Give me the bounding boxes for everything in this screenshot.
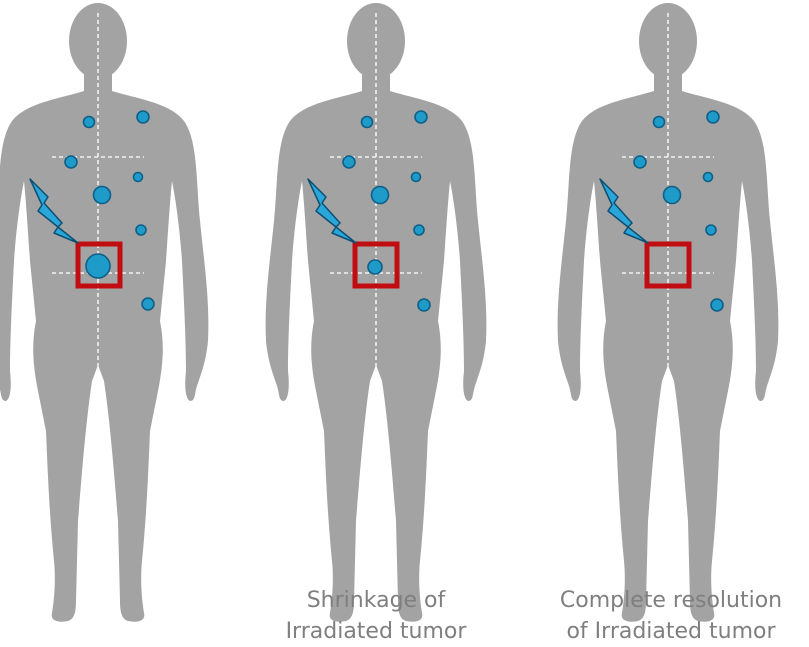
human-silhouette [266, 3, 487, 622]
tumor-dot [136, 225, 146, 235]
tumor-dot [707, 111, 719, 123]
human-silhouette [0, 3, 208, 622]
tumor-dot [134, 173, 143, 182]
caption-line: of Irradiated tumor [551, 616, 791, 647]
caption-shrinkage: Shrinkage of Irradiated tumor [256, 585, 496, 647]
tumor-dot [418, 299, 430, 311]
tumor-dot [343, 156, 355, 168]
tumor-dot [362, 117, 373, 128]
figure-complete [558, 3, 779, 622]
tumor-dot [664, 187, 681, 204]
tumor-dot [706, 225, 716, 235]
caption-line: Irradiated tumor [256, 616, 496, 647]
irradiated-tumor-large [86, 254, 110, 278]
tumor-dot [412, 173, 421, 182]
figure-baseline [0, 3, 208, 622]
tumor-dot [65, 156, 77, 168]
caption-line: Complete resolution [551, 585, 791, 616]
tumor-dot [372, 187, 389, 204]
caption-line: Shrinkage of [256, 585, 496, 616]
figure-shrinkage [266, 3, 487, 622]
caption-complete-resolution: Complete resolution of Irradiated tumor [551, 585, 791, 647]
tumor-dot [142, 298, 154, 310]
tumor-dot [84, 117, 95, 128]
tumor-dot [415, 111, 427, 123]
tumor-dot [137, 111, 149, 123]
irradiated-tumor-small [368, 260, 382, 274]
human-silhouette [558, 3, 779, 622]
tumor-dot [414, 225, 424, 235]
tumor-dot [711, 299, 723, 311]
tumor-dot [94, 187, 111, 204]
tumor-dot [634, 156, 646, 168]
tumor-dot [704, 173, 713, 182]
tumor-dot [654, 117, 665, 128]
